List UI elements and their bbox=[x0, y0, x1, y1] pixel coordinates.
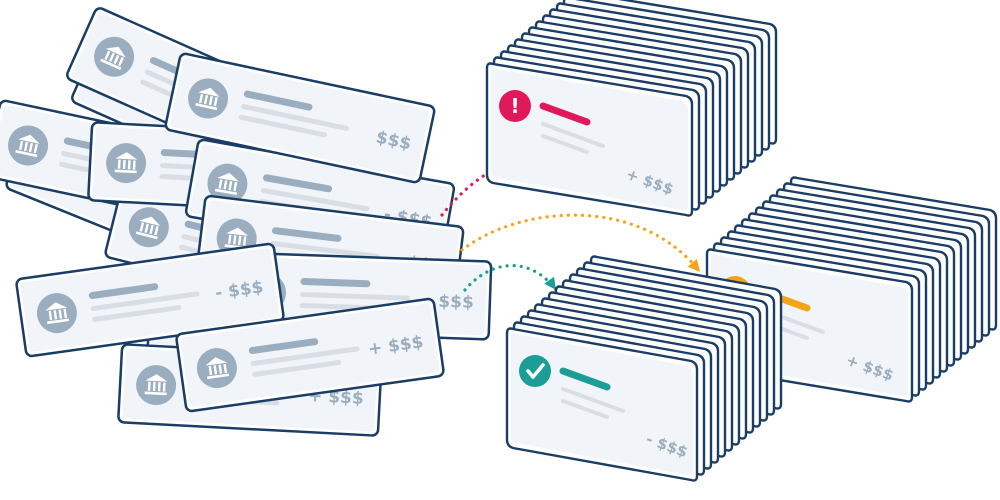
category-title-bar bbox=[539, 102, 591, 126]
card-title-bar bbox=[248, 338, 319, 354]
card-title-bar bbox=[263, 174, 333, 193]
card-title-bar bbox=[88, 283, 159, 299]
bank-building-icon bbox=[196, 348, 237, 389]
exclamation-icon: ! bbox=[499, 90, 531, 122]
transaction-card: - $$$ bbox=[15, 242, 285, 358]
bank-building-icon bbox=[128, 207, 169, 248]
category-title-bar bbox=[559, 367, 611, 391]
card-title-bar bbox=[243, 90, 313, 111]
bank-building-icon bbox=[188, 78, 229, 119]
category-symbol: ! bbox=[510, 94, 519, 118]
bank-building-icon bbox=[36, 293, 77, 334]
card-amount: - $$$ bbox=[425, 291, 474, 313]
card-title-bar bbox=[271, 227, 342, 242]
bank-building-icon bbox=[106, 143, 147, 184]
review-stack: ?+ $$$ bbox=[705, 176, 998, 403]
arrow-to-review bbox=[460, 213, 702, 274]
transaction-card: $$$ bbox=[164, 52, 436, 184]
bank-building-icon bbox=[207, 163, 248, 204]
bank-building-icon bbox=[8, 125, 49, 166]
transaction-card: + $$$ bbox=[175, 297, 445, 413]
flagged-stack: !+ $$$ bbox=[485, 0, 778, 217]
sorted-transaction-stacks: !+ $$$?+ $$$- $$$ bbox=[485, 0, 998, 482]
arrow-to-approved bbox=[463, 264, 558, 292]
approved-stack: - $$$ bbox=[505, 255, 783, 482]
card-title-bar bbox=[300, 278, 371, 288]
checkmark-icon bbox=[519, 355, 551, 387]
unsorted-transactions-pile: - $$$- $$$$$$- $$$- $$$- $$$+ $$$+ $$$ bbox=[0, 7, 493, 437]
bank-building-icon bbox=[94, 36, 135, 77]
bank-building-icon bbox=[136, 365, 177, 406]
